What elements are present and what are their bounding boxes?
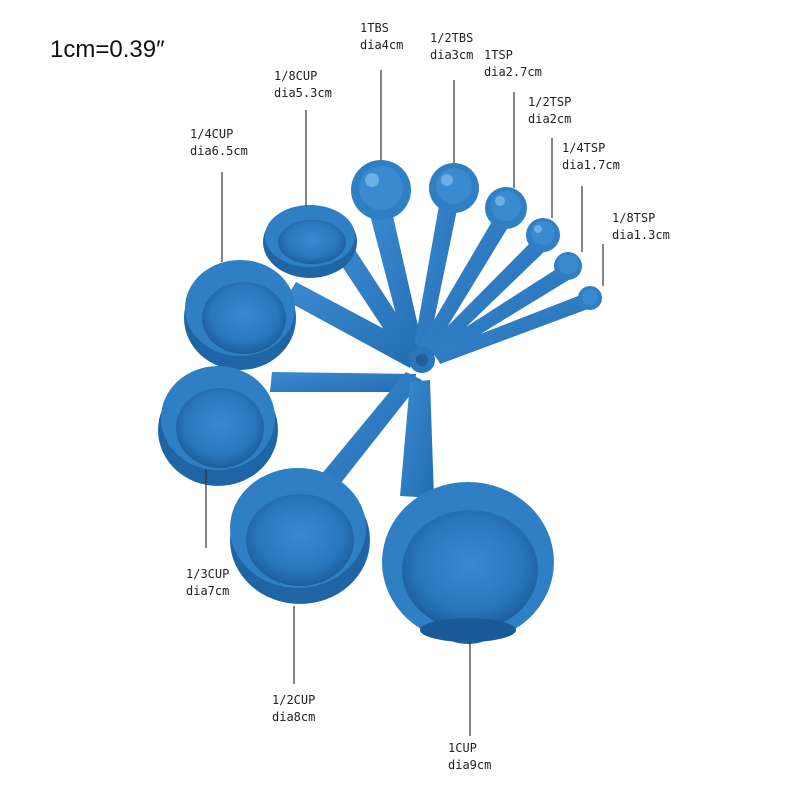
ring-rivet bbox=[409, 347, 435, 373]
label-third-cup: 1/3CUP dia7cm bbox=[186, 566, 229, 600]
spoon-1tbs-shape bbox=[351, 160, 411, 220]
label-quarter-tsp-name: 1/4TSP bbox=[562, 141, 606, 155]
cup-third-shape bbox=[158, 366, 278, 486]
label-third-cup-dia: dia7cm bbox=[186, 584, 230, 598]
leader-lines bbox=[205, 70, 604, 736]
label-quarter-tsp: 1/4TSP dia1.7cm bbox=[562, 140, 620, 174]
label-quarter-tsp-dia: dia1.7cm bbox=[562, 158, 620, 172]
handles bbox=[270, 200, 596, 498]
label-eighth-tsp-dia: dia1.3cm bbox=[612, 228, 670, 242]
label-half-cup-name: 1/2CUP bbox=[272, 693, 316, 707]
label-1tsp-name: 1TSP bbox=[484, 48, 513, 62]
spoon-half-tbs-shape bbox=[429, 163, 479, 213]
label-quarter-cup-dia: dia6.5cm bbox=[190, 144, 248, 158]
label-1tbs-name: 1TBS bbox=[360, 21, 389, 35]
label-half-cup: 1/2CUP dia8cm bbox=[272, 692, 315, 726]
label-eighth-cup-name: 1/8CUP bbox=[274, 69, 318, 83]
label-quarter-cup: 1/4CUP dia6.5cm bbox=[190, 126, 248, 160]
label-half-tsp-dia: dia2cm bbox=[528, 112, 572, 126]
spoon-1tsp-shape bbox=[485, 187, 527, 229]
label-half-tsp-name: 1/2TSP bbox=[528, 95, 572, 109]
label-half-tbs-name: 1/2TBS bbox=[430, 31, 474, 45]
scale-note: 1cm=0.39″ bbox=[50, 36, 165, 63]
spoon-quarter-tsp-shape bbox=[554, 252, 582, 280]
label-1cup-name: 1CUP bbox=[448, 741, 477, 755]
spoon-half-tsp-shape bbox=[526, 218, 560, 252]
cup-half-shape bbox=[230, 468, 370, 604]
cup-quarter-shape bbox=[184, 260, 296, 370]
label-eighth-tsp-name: 1/8TSP bbox=[612, 211, 656, 225]
label-1tbs-dia: dia4cm bbox=[360, 38, 404, 52]
label-eighth-tsp: 1/8TSP dia1.3cm bbox=[612, 210, 670, 244]
label-half-tbs-dia: dia3cm bbox=[430, 48, 474, 62]
label-1tsp: 1TSP dia2.7cm bbox=[484, 47, 542, 81]
label-third-cup-name: 1/3CUP bbox=[186, 567, 230, 581]
cup-eighth-shape bbox=[263, 205, 357, 278]
label-1cup: 1CUP dia9cm bbox=[448, 740, 491, 774]
spoon-eighth-tsp-shape bbox=[578, 286, 602, 310]
label-1tbs: 1TBS dia4cm bbox=[360, 20, 403, 54]
label-1tsp-dia: dia2.7cm bbox=[484, 65, 542, 79]
cup-one-shape bbox=[382, 482, 554, 644]
label-half-tbs: 1/2TBS dia3cm bbox=[430, 30, 473, 64]
label-half-cup-dia: dia8cm bbox=[272, 710, 316, 724]
label-eighth-cup-dia: dia5.3cm bbox=[274, 86, 332, 100]
label-1cup-dia: dia9cm bbox=[448, 758, 492, 772]
label-half-tsp: 1/2TSP dia2cm bbox=[528, 94, 571, 128]
label-eighth-cup: 1/8CUP dia5.3cm bbox=[274, 68, 332, 102]
label-quarter-cup-name: 1/4CUP bbox=[190, 127, 234, 141]
